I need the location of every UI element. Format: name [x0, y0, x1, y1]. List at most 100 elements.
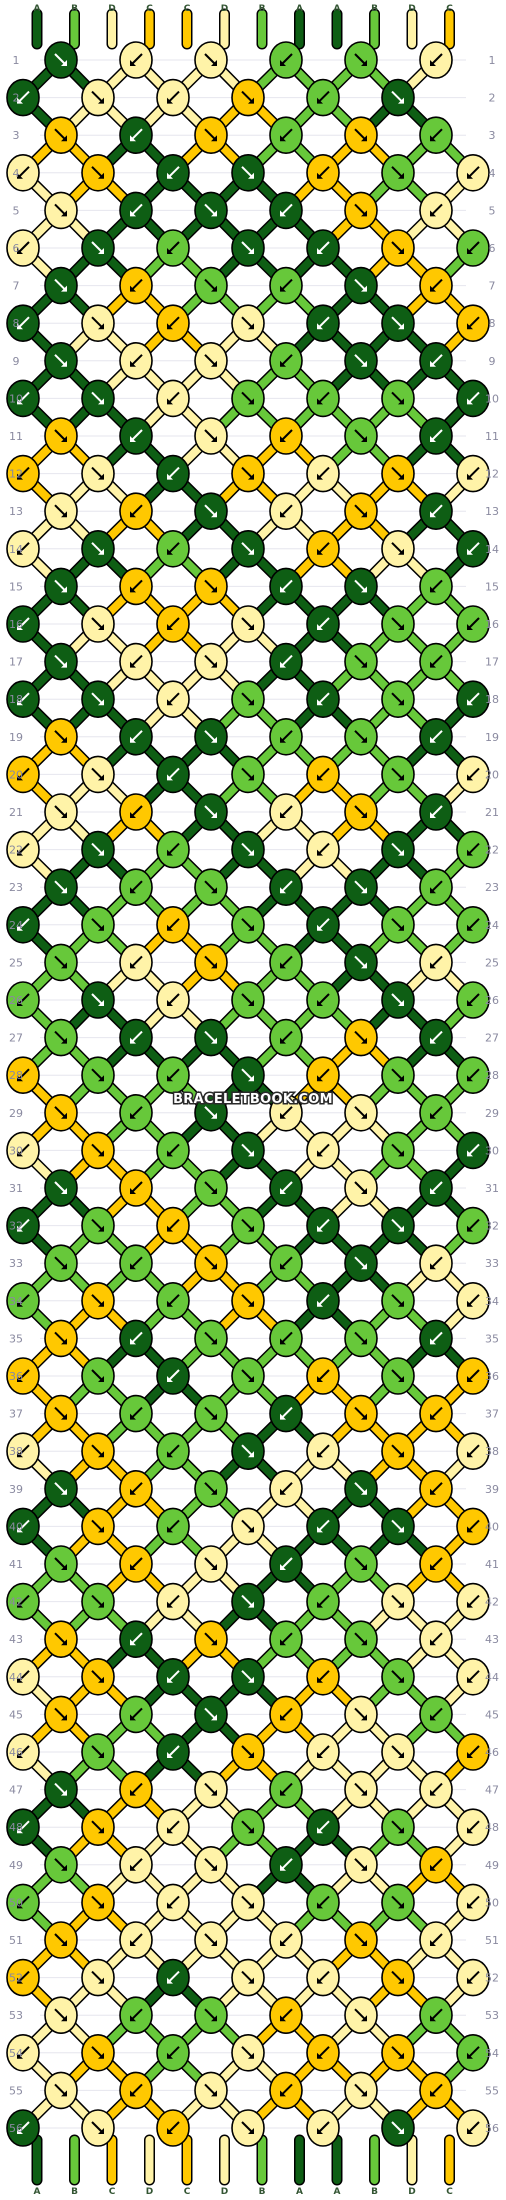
- row-number-right: 4: [489, 167, 496, 180]
- knot-arrow-head-icon: [430, 736, 436, 743]
- knot: [81, 1958, 115, 1997]
- knot: [44, 793, 78, 831]
- knot-arrow-head-icon: [61, 1940, 67, 1946]
- knot: [156, 78, 190, 117]
- knot-arrow-head-icon: [98, 1451, 104, 1458]
- bottom-strand-label: D: [221, 2187, 228, 2197]
- knot: [194, 492, 228, 531]
- knot-arrow-head-icon: [317, 1000, 323, 1006]
- knot-arrow-head-icon: [361, 1864, 367, 1871]
- knot-arrow-head-icon: [98, 1526, 104, 1533]
- top-strand-label: A: [334, 4, 341, 14]
- knot-arrow-head-icon: [130, 1714, 136, 1721]
- knot-arrow-head-icon: [280, 1037, 286, 1044]
- knot-arrow-head-icon: [361, 736, 367, 743]
- knot: [456, 1507, 490, 1546]
- knot-arrow-head-icon: [467, 1075, 473, 1082]
- row-number-right: 34: [485, 1295, 499, 1308]
- knot-arrow-head-icon: [61, 2015, 67, 2022]
- knot-arrow-head-icon: [430, 1639, 436, 1646]
- knot-arrow-head-icon: [98, 398, 104, 405]
- knot: [456, 1131, 490, 1170]
- knot: [231, 605, 265, 643]
- knot-arrow-head-icon: [130, 210, 136, 217]
- knot-arrow-head-icon: [98, 849, 104, 856]
- knot: [156, 680, 190, 719]
- knot-arrow-head-icon: [398, 172, 404, 179]
- knot: [456, 1733, 490, 1771]
- knot-arrow-head-icon: [61, 1037, 67, 1044]
- knot-arrow-head-icon: [211, 887, 217, 894]
- knot-arrow-head-icon: [130, 1488, 136, 1495]
- knot-arrow-head-icon: [430, 1564, 436, 1570]
- row-number-left: 22: [9, 844, 23, 857]
- bottom-strand-label: A: [34, 2187, 41, 2197]
- knot: [231, 2109, 265, 2147]
- knot-arrow-head-icon: [280, 511, 286, 518]
- knot-arrow-head-icon: [398, 1451, 404, 1458]
- knot-arrow-head-icon: [398, 1752, 404, 1758]
- knot-arrow-head-icon: [248, 1075, 254, 1082]
- knot: [456, 229, 490, 267]
- knot: [381, 1733, 415, 1771]
- knot-arrow-head-icon: [430, 1488, 436, 1495]
- knot-arrow-head-icon: [248, 97, 254, 104]
- knot: [269, 1018, 303, 1057]
- row-number-left: 11: [9, 430, 23, 443]
- knot-arrow-head-icon: [248, 1300, 254, 1307]
- knot-arrow-head-icon: [467, 1300, 473, 1307]
- row-number-right: 39: [485, 1483, 499, 1496]
- knot-arrow-head-icon: [17, 1000, 23, 1006]
- knot-arrow-head-icon: [17, 924, 23, 931]
- knot: [419, 1244, 453, 1282]
- knot: [81, 1733, 115, 1771]
- knot: [381, 755, 415, 794]
- knot-arrow-head-icon: [248, 2128, 254, 2134]
- knot: [119, 266, 153, 305]
- knot: [269, 567, 303, 606]
- knot-arrow-head-icon: [211, 436, 217, 442]
- knot: [456, 2034, 490, 2072]
- knot: [156, 1658, 190, 1696]
- knot-arrow-head-icon: [280, 1940, 286, 1946]
- knot: [44, 1846, 78, 1884]
- knot: [344, 1018, 378, 1057]
- row-number-right: 6: [489, 242, 496, 255]
- knot-arrow-head-icon: [467, 924, 473, 931]
- knot: [306, 1056, 340, 1094]
- knot: [381, 454, 415, 493]
- knot: [194, 116, 228, 154]
- knot: [419, 567, 453, 606]
- row-number-left: 24: [9, 919, 23, 932]
- knot-arrow-head-icon: [61, 1864, 67, 1871]
- knot-arrow-head-icon: [398, 398, 404, 405]
- knot-arrow-head-icon: [467, 849, 473, 856]
- knot: [344, 793, 378, 831]
- knot-arrow-head-icon: [280, 436, 286, 442]
- row-number-right: 12: [485, 468, 499, 481]
- knot: [381, 1808, 415, 1846]
- knot-arrow-head-icon: [317, 1601, 323, 1608]
- knot: [119, 1470, 153, 1508]
- knot: [456, 2109, 490, 2147]
- knot-arrow-head-icon: [167, 1075, 173, 1082]
- row-number-left: 36: [9, 1370, 23, 1383]
- knot-arrow-head-icon: [130, 285, 136, 292]
- knot-arrow-head-icon: [361, 285, 367, 292]
- watermark: BRACELETBOOK.COM: [173, 1092, 333, 1107]
- knot: [231, 1432, 265, 1470]
- knot: [231, 154, 265, 192]
- knot-arrow-head-icon: [167, 97, 173, 104]
- row-number-left: 51: [9, 1934, 23, 1947]
- knot-arrow-head-icon: [211, 661, 217, 668]
- knot-arrow-head-icon: [211, 1940, 217, 1946]
- knot-arrow-head-icon: [211, 1188, 217, 1194]
- knot: [269, 116, 303, 154]
- knot-arrow-head-icon: [248, 172, 254, 179]
- knot-arrow-head-icon: [398, 774, 404, 781]
- knot: [156, 1131, 190, 1170]
- row-number-right: 45: [485, 1708, 499, 1721]
- knot-arrow-head-icon: [17, 1225, 23, 1232]
- row-number-left: 20: [9, 768, 23, 781]
